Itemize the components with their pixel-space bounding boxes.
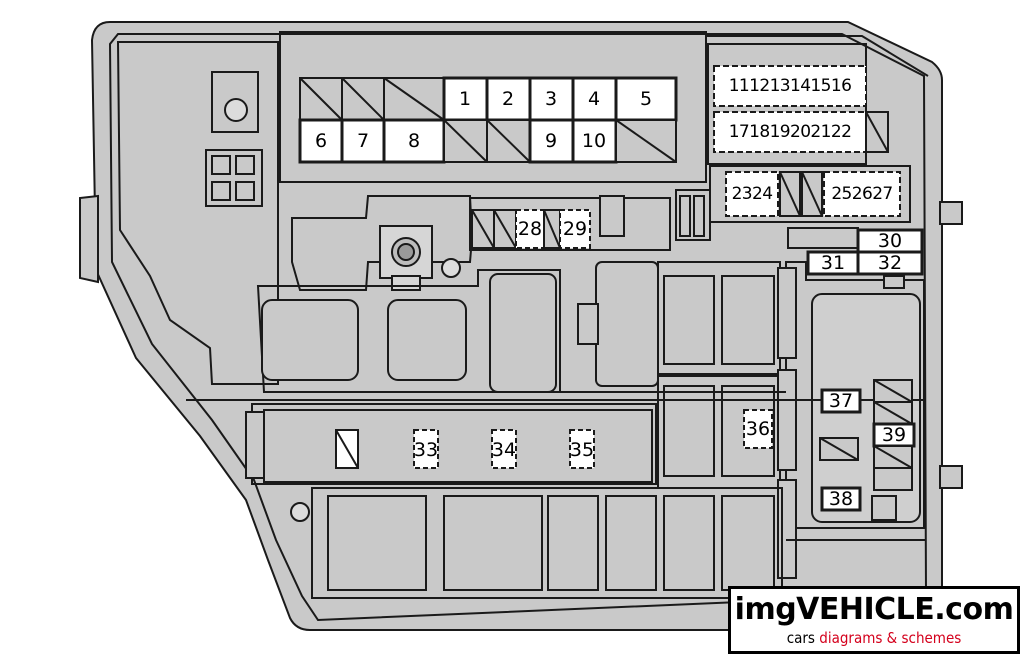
fuse-7	[340, 118, 386, 164]
fuse-6-label: 6	[315, 130, 327, 152]
fuse-28-label: 28	[518, 218, 542, 240]
fuse-38	[820, 486, 862, 512]
fuse-8	[382, 118, 446, 164]
fuse-32	[856, 250, 924, 276]
fuse-29	[559, 209, 591, 249]
fuse-39-label: 39	[882, 424, 906, 446]
fuse-10-label: 10	[582, 130, 606, 152]
fuse-4-label: 4	[588, 88, 600, 110]
fuse-group-25-27	[823, 171, 901, 217]
fuse-37-label: 37	[829, 390, 853, 412]
fuse-group-23-24	[725, 171, 779, 217]
fuse-4	[571, 76, 618, 122]
fuse-33	[413, 429, 439, 469]
right-tab-top	[939, 201, 963, 225]
fuse-34-label: 34	[492, 439, 516, 461]
fuse-36-label: 36	[746, 418, 770, 440]
fuse-row-11-16	[713, 65, 867, 107]
fuse-3	[528, 76, 575, 122]
fuse-2-label: 2	[502, 88, 514, 110]
fuse-group-23-24-label: 2324	[732, 184, 773, 204]
housing-inner	[108, 33, 928, 622]
fuse-31-label: 31	[821, 252, 845, 274]
fuse-35-label: 35	[570, 439, 594, 461]
fuse-30-label: 30	[878, 230, 902, 252]
fuse-8-label: 8	[408, 130, 420, 152]
watermark-subtitle-cars: cars	[786, 629, 820, 647]
left-tab	[79, 194, 99, 284]
fuse-34	[491, 429, 517, 469]
fuse-1	[442, 76, 489, 122]
watermark-subtitle: cars diagrams & schemes	[731, 629, 1017, 647]
right-tab-bottom	[939, 465, 963, 489]
fuse-row-17-22	[713, 111, 867, 153]
fuse-7-label: 7	[357, 130, 369, 152]
watermark-subtitle-diagrams: diagrams & schemes	[819, 629, 962, 647]
fuse-33-label: 33	[414, 439, 438, 461]
fuse-5	[614, 76, 678, 122]
fuse-row-11-16-label: 111213141516	[729, 76, 852, 96]
fuse-36	[743, 409, 773, 449]
fuse-10	[571, 118, 618, 164]
fuse-row-17-22-label: 171819202122	[729, 122, 852, 142]
fuse-29-label: 29	[563, 218, 587, 240]
fuse-1-label: 1	[459, 88, 471, 110]
fuse-5-label: 5	[640, 88, 652, 110]
watermark-title: imgVEHICLE.com	[734, 592, 1014, 627]
fuse-3-label: 3	[545, 88, 557, 110]
fuse-38-label: 38	[829, 488, 853, 510]
left-column	[116, 41, 279, 385]
fuse-37	[820, 388, 862, 414]
watermark: imgVEHICLE.com cars diagrams & schemes	[728, 586, 1020, 654]
fuse-35	[569, 429, 595, 469]
fuse-32-label: 32	[878, 252, 902, 274]
fuse-group-25-27-label: 252627	[831, 184, 892, 204]
fuse-9-label: 9	[545, 130, 557, 152]
fuse-28	[515, 209, 545, 249]
